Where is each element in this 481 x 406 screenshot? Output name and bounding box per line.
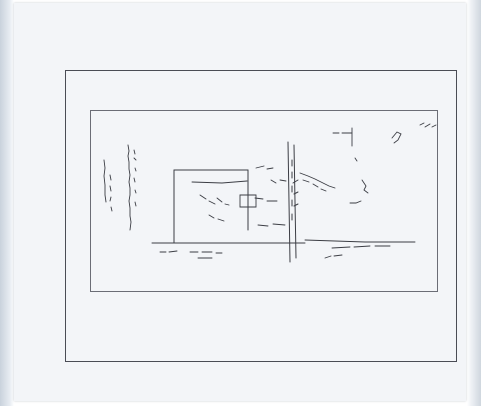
diagonal-road [299,172,336,192]
page-shadow-right [467,0,481,406]
inner-border [90,110,438,292]
right-middle-labels [349,179,369,204]
bottom-left-labels [159,250,223,259]
bottom-right-street [304,239,416,259]
plot-internal-marks [191,165,287,227]
outer-border [65,70,457,362]
central-block [239,194,257,208]
page-shadow-left [0,0,14,406]
vertical-road-line [287,141,299,263]
top-right-notes [332,122,437,162]
left-handwritten-notes [103,144,137,231]
plot-outline [151,169,306,244]
